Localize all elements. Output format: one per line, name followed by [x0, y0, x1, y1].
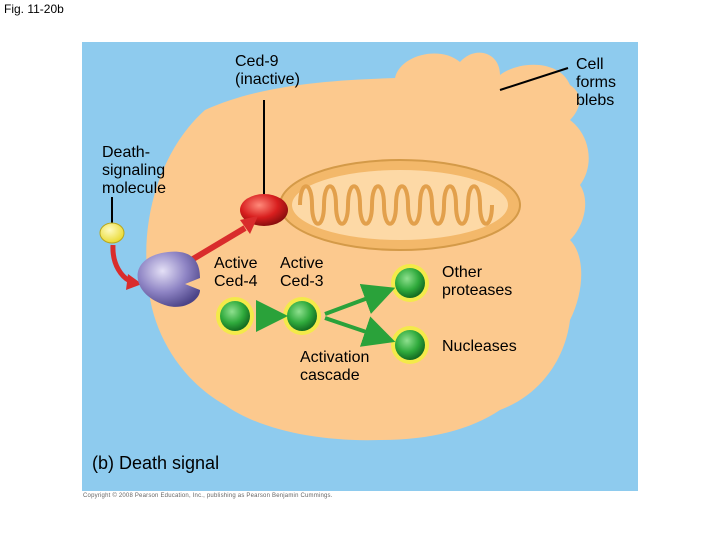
inhibition-arrow: [186, 216, 258, 265]
active-ced3-enzyme: [283, 297, 321, 335]
binding-arrow: [110, 244, 142, 290]
copyright-notice: Copyright © 2008 Pearson Education, Inc.…: [83, 493, 333, 499]
nucleases-label: Nucleases: [442, 338, 517, 355]
cascade-arrow-to-nucleases: [324, 316, 396, 347]
activation-cascade-label: Activation cascade: [300, 349, 370, 384]
cascade-arrow-to-proteases: [324, 283, 396, 316]
blebs-leader-line: [499, 67, 569, 91]
panel-caption: (b) Death signal: [92, 453, 220, 473]
active-ced4-label: Active Ced-4: [214, 255, 258, 290]
blebs-label: Cell forms blebs: [576, 56, 616, 109]
other-proteases-label: Other proteases: [442, 264, 513, 299]
figure-label: Fig. 11-20b: [4, 2, 64, 16]
active-ced4-enzyme: [216, 297, 254, 335]
ced4-protein: [137, 251, 200, 307]
active-ced3-label: Active Ced-3: [280, 255, 324, 290]
death-signaling-molecule: [99, 222, 125, 244]
mitochondrion: [279, 159, 521, 251]
nucleases-enzyme: [391, 326, 429, 364]
other-proteases-enzyme: [391, 264, 429, 302]
death-molecule-label: Death- signaling molecule: [102, 144, 167, 197]
ced9-label: Ced-9 (inactive): [235, 53, 300, 88]
